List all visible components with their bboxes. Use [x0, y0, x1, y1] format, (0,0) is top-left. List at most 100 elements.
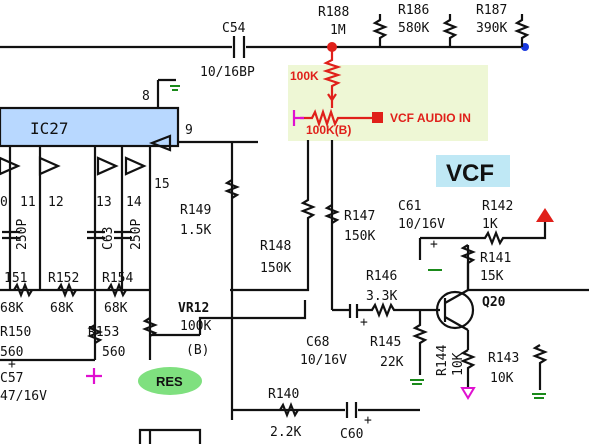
opamp-3 — [96, 156, 119, 176]
res-label: RES — [156, 374, 183, 389]
pin10-label: 0 — [0, 195, 8, 210]
r140-value: 2.2K — [270, 425, 301, 440]
r154-label: R154 — [102, 271, 133, 286]
up-arrow-red — [536, 208, 554, 222]
c60-capacitor — [345, 402, 358, 418]
r150-label: R150 — [0, 325, 31, 340]
c68-value: 10/16V — [300, 353, 347, 368]
r147-label: R147 — [344, 209, 375, 224]
resistor-row — [0, 282, 150, 298]
ic-pin-stems — [8, 146, 152, 290]
plus-c68: + — [360, 315, 368, 330]
c61-label: C61 — [398, 199, 421, 214]
r187-resistor — [514, 14, 530, 47]
r188-value: 1M — [330, 23, 346, 38]
magenta-q20 — [460, 387, 476, 400]
r186-label: R186 — [398, 3, 429, 18]
r148-value: 150K — [260, 261, 291, 276]
r186-value: 580K — [398, 21, 429, 36]
magenta-stub — [292, 110, 304, 126]
q20-leads — [443, 245, 470, 350]
audio-in-label: VCF AUDIO IN — [390, 111, 471, 125]
opamp-2 — [38, 156, 61, 176]
c54-capacitor — [232, 36, 246, 58]
vr12-b: (B) — [186, 343, 209, 358]
pot-to-lower-wire — [330, 140, 350, 312]
pot-arrow — [327, 93, 337, 101]
c54-value: 10/16BP — [200, 65, 255, 80]
plus-c57: + — [8, 357, 16, 372]
r188-label: R188 — [318, 5, 349, 20]
magenta-bottom — [86, 368, 102, 384]
vr12-value: 100K — [180, 319, 211, 334]
r141-label: R141 — [480, 251, 511, 266]
pot-body — [300, 108, 372, 128]
r187-label: R187 — [476, 3, 507, 18]
pin12-label: 12 — [48, 195, 64, 210]
r144-value: 10K — [451, 352, 466, 376]
pin9-label: 9 — [185, 123, 193, 138]
c63-label: C63 — [101, 227, 116, 250]
pin8-label: 8 — [142, 89, 150, 104]
plus-c60: + — [364, 413, 372, 428]
r33k-label: 3.3K — [366, 289, 397, 304]
r151-value: 68K — [0, 301, 24, 316]
r154-value: 68K — [104, 301, 128, 316]
q20-body — [435, 290, 475, 330]
vcf-block-bg — [436, 155, 510, 187]
pot-top-label: 100K — [290, 69, 319, 83]
vcf-title: VCF — [446, 160, 494, 187]
c250a-label: 250P — [15, 219, 30, 250]
r150-value: 560 — [0, 345, 23, 360]
pin13-label: 13 — [96, 195, 112, 210]
r149-resistor — [224, 179, 240, 199]
r145-value: 22K — [380, 355, 404, 370]
c61-value: 10/16V — [398, 217, 445, 232]
pot-bot-label: 100K(B) — [306, 123, 351, 137]
bottom-wire — [232, 402, 420, 418]
r143-resistor — [468, 288, 589, 390]
bottom-stubs — [138, 428, 202, 444]
r145-label: R145 — [370, 335, 401, 350]
r145-resistor — [412, 310, 428, 375]
c68-capacitor — [348, 304, 359, 318]
r187-value: 390K — [476, 21, 507, 36]
r147-wire — [324, 204, 340, 224]
r152-value: 68K — [50, 301, 74, 316]
r142-value: 1K — [482, 217, 498, 232]
r147-value: 150K — [344, 229, 375, 244]
r141-resistor — [460, 244, 476, 290]
vr12-pot — [142, 300, 307, 337]
c250b-label: 250P — [129, 219, 144, 250]
plus-c61: + — [430, 237, 438, 252]
pot-top-resistor — [322, 47, 342, 108]
ic-pin8 — [156, 78, 176, 108]
r149-label: R149 — [180, 203, 211, 218]
r148-wire — [230, 140, 316, 292]
cap-c63 — [87, 230, 105, 240]
r153-resistor — [87, 324, 103, 344]
r151-label: 151 — [4, 271, 27, 286]
pin14-label: 14 — [126, 195, 142, 210]
r144-resistor — [460, 349, 476, 388]
ic27-body — [0, 106, 180, 148]
opamp-4 — [124, 156, 147, 176]
cap-250p-b — [114, 230, 132, 240]
r148-label: R148 — [260, 239, 291, 254]
ic-pin8-ground — [170, 85, 180, 91]
audio-in-terminal — [372, 112, 383, 123]
highlight-panel — [288, 65, 488, 141]
r152-label: R152 — [48, 271, 79, 286]
r33k-resistor — [357, 302, 440, 318]
c57-label: C57 — [0, 371, 23, 386]
r142-resistor — [468, 222, 547, 246]
r141-value: 15K — [480, 269, 504, 284]
c57-value: 47/16V — [0, 389, 47, 404]
ic27-label: IC27 — [30, 119, 69, 138]
c54-label: C54 — [222, 21, 246, 36]
grounds — [410, 269, 546, 399]
vr12-label: VR12 — [178, 301, 209, 316]
r142-label: R142 — [482, 199, 513, 214]
c60-label: C60 — [340, 427, 363, 442]
